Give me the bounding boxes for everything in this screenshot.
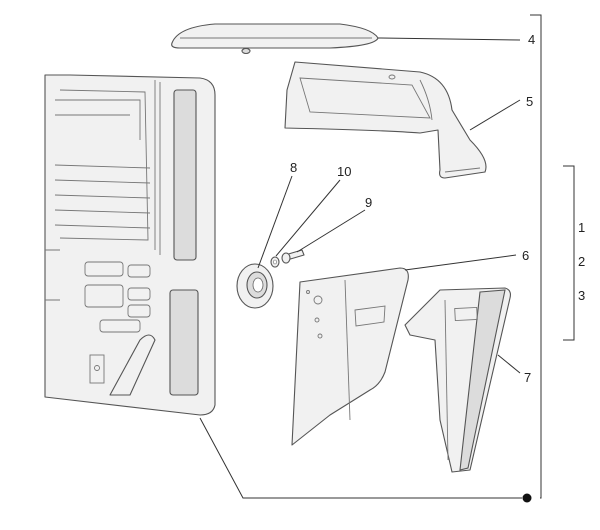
part-5-upper-cover	[284, 61, 487, 179]
part-6-side-panel	[291, 267, 409, 446]
part-4-top-cap	[171, 23, 379, 55]
callout-2: 2	[578, 254, 585, 269]
body-panel	[44, 74, 216, 416]
part-10-washer	[270, 256, 280, 268]
part-7-rear-post	[404, 287, 511, 473]
callout-1: 1	[578, 220, 585, 235]
part-9-screw	[281, 249, 305, 264]
callout-10: 10	[337, 164, 351, 179]
callout-7: 7	[524, 370, 531, 385]
leader-lines	[199, 14, 575, 503]
callout-4: 4	[528, 32, 535, 47]
callout-3: 3	[578, 288, 585, 303]
callout-6: 6	[522, 248, 529, 263]
assembly-dot	[522, 493, 532, 503]
callout-9: 9	[365, 195, 372, 210]
callout-labels: 4 5 8 10 9 6 7 1 2 3	[290, 32, 585, 385]
callout-8: 8	[290, 160, 297, 175]
callout-5: 5	[526, 94, 533, 109]
part-8-grommet	[236, 263, 274, 309]
